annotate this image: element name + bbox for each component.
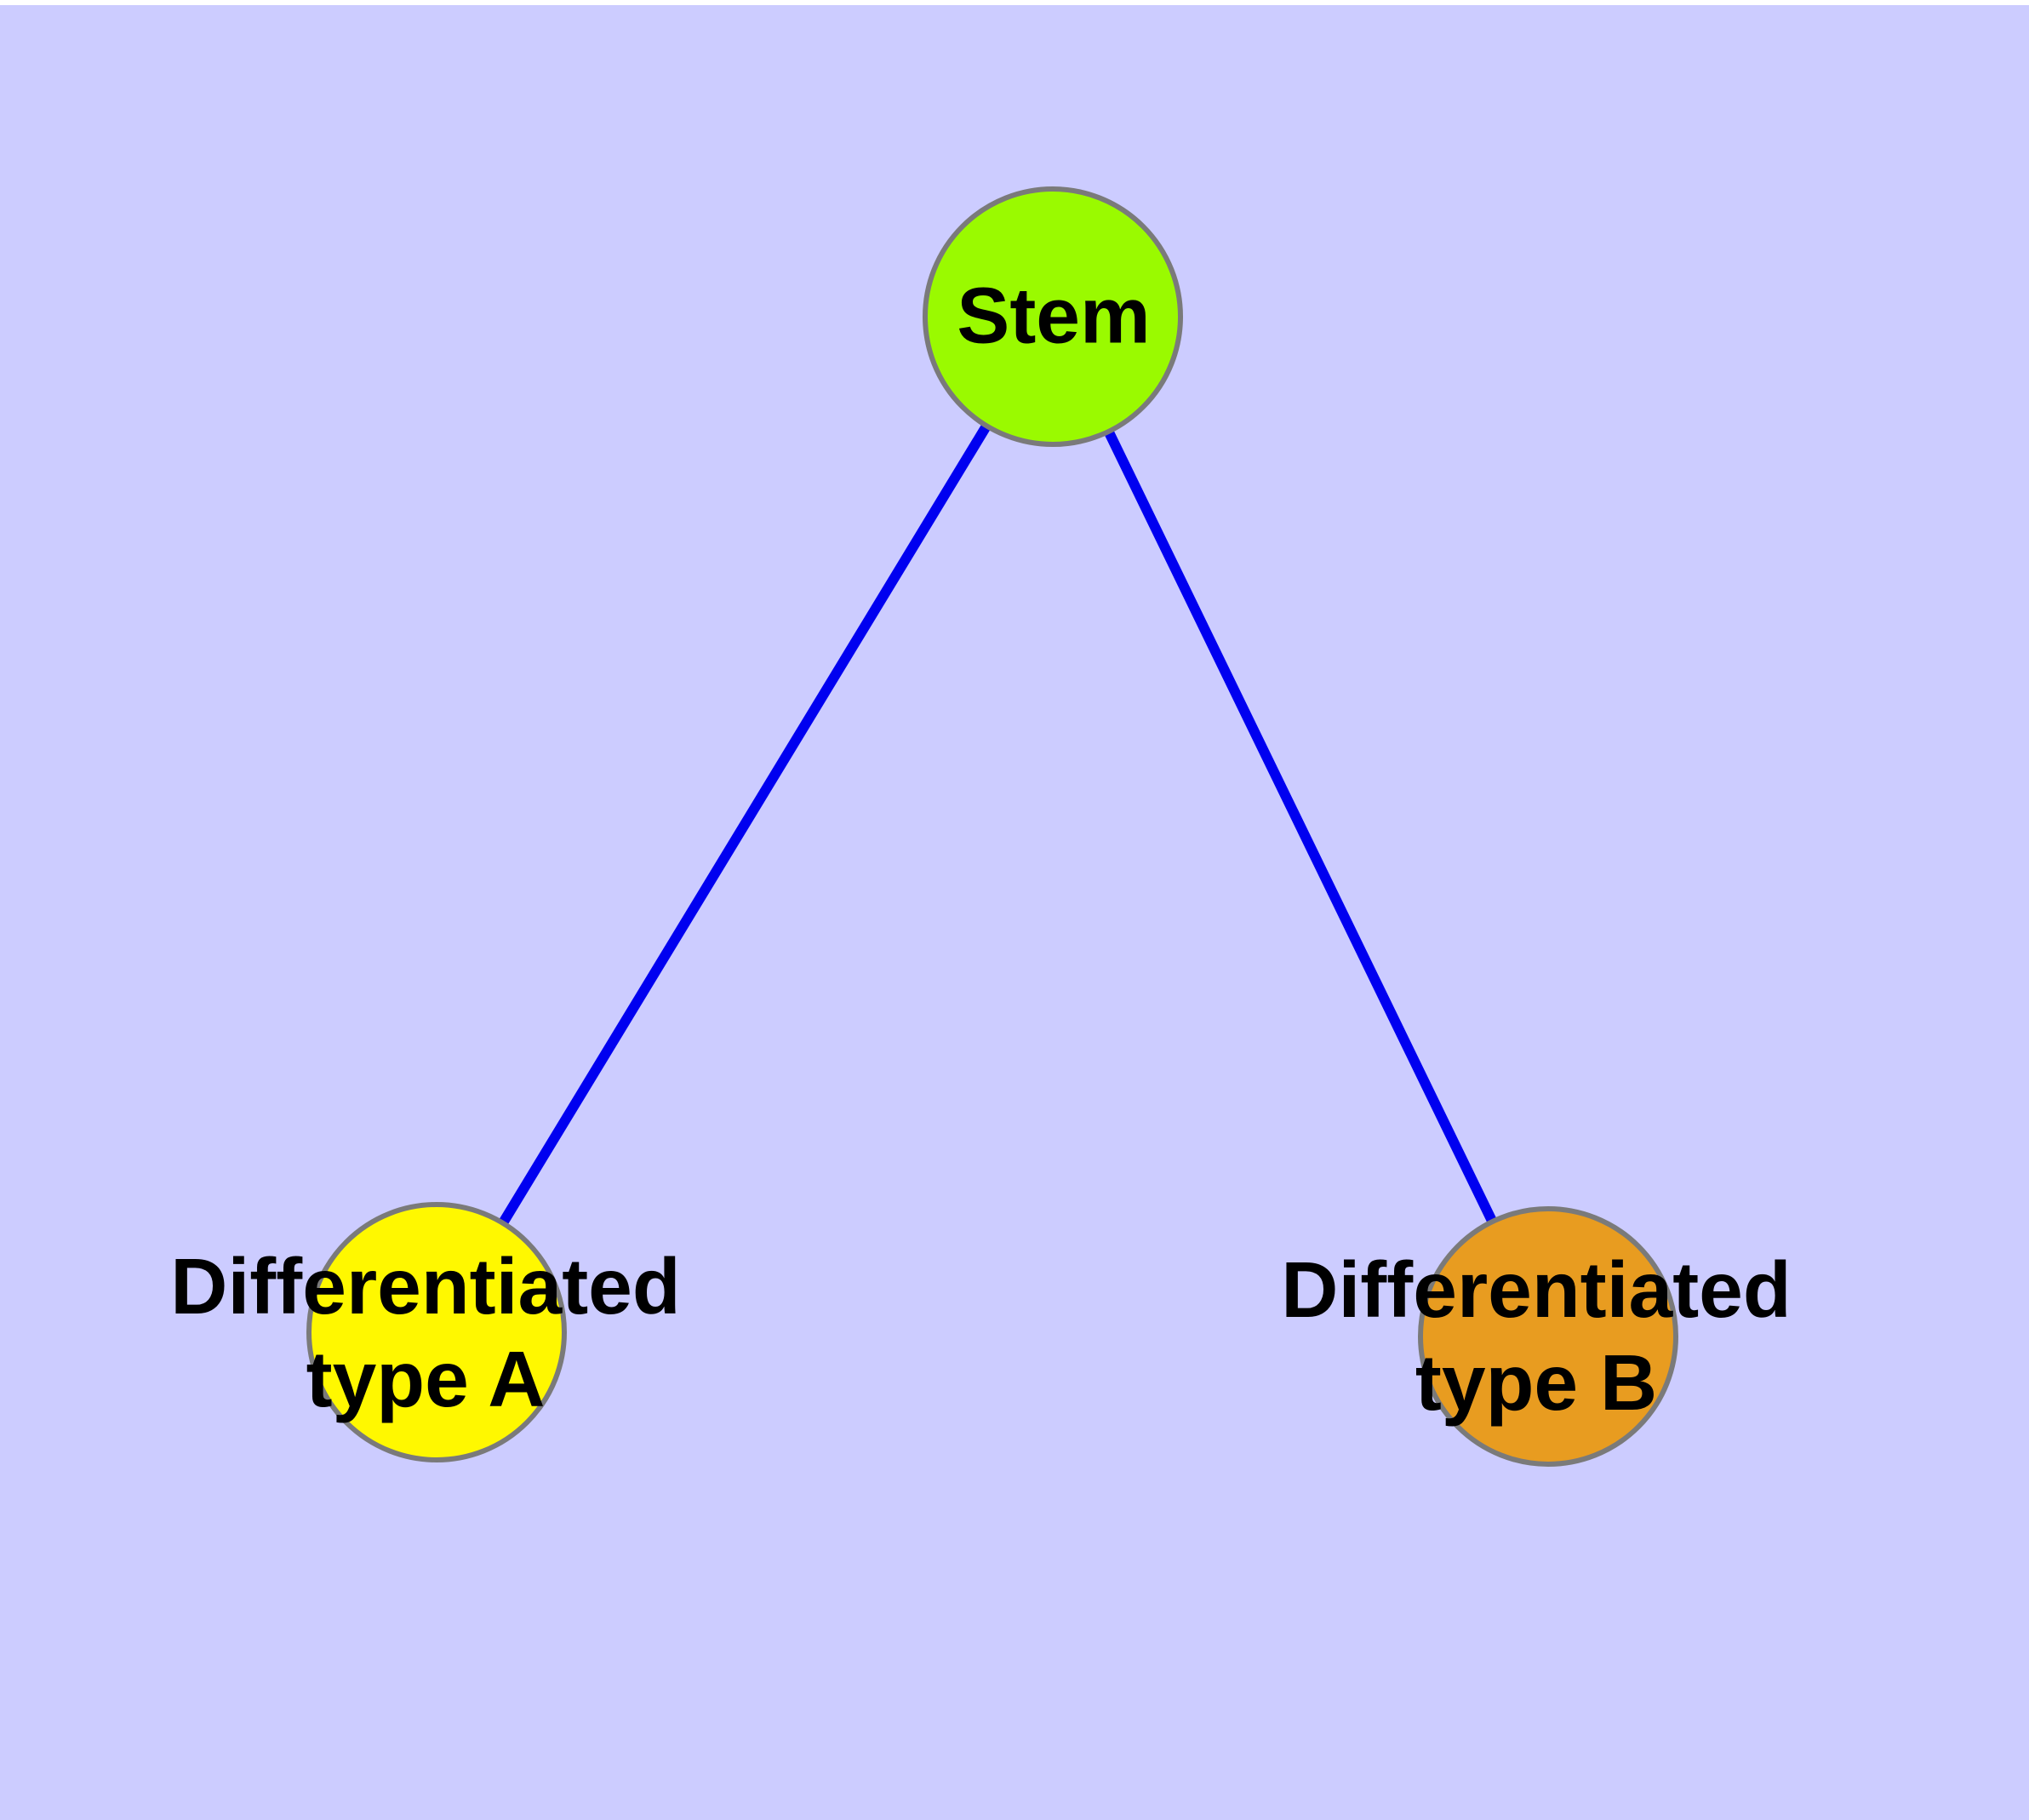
stem-node-label: Stem [957,271,1151,360]
type-a-node-label: Differentiated type A [170,1242,681,1423]
type-a-node-circle [306,1202,567,1462]
top-margin-strip [0,0,2029,5]
stem-node-circle [923,186,1183,447]
edge-stem-to-type-a [432,313,1058,1336]
type-b-node-label: Differentiated type B [1281,1245,1792,1427]
edge-stem-to-type-b [1048,314,1553,1339]
type-b-node-circle [1418,1206,1678,1467]
